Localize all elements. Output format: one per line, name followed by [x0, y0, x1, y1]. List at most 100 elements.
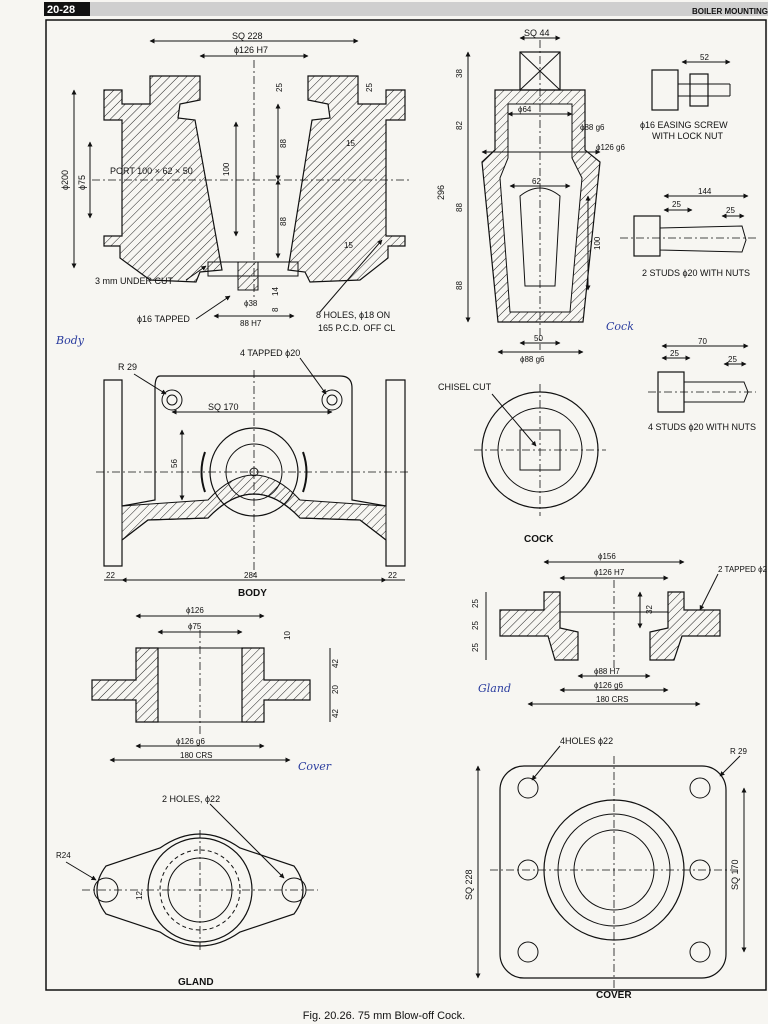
gland-dim42-b: 42 [331, 709, 340, 718]
stud4-dim25-a: 25 [670, 349, 679, 358]
page-number: 20-28 [47, 4, 75, 16]
dim-88-a: 88 [279, 139, 288, 148]
gland-holes-label: 2 HOLES, ϕ22 [162, 794, 220, 804]
holes-label: 8 HOLES, ϕ18 ON [316, 310, 390, 320]
cock-phi126g6: ϕ126 g6 [596, 143, 626, 152]
body-section-view: SQ 228 ϕ126 H7 25 25 15 15 PORT 100 × 62… [55, 31, 410, 347]
plan-tapped: 4 TAPPED ϕ20 [240, 348, 300, 358]
cover-dim25-a: 25 [471, 599, 480, 608]
pcd-label: 165 P.C.D. OFF CL [318, 323, 395, 333]
dim-14: 14 [271, 287, 280, 296]
cover-dim32: 32 [645, 605, 654, 614]
cock-dim62: 62 [532, 177, 541, 186]
cock-dim88-a: 88 [455, 203, 464, 212]
cover-phi126g6: ϕ126 g6 [594, 681, 624, 690]
easing-screw-view: 52 ϕ16 EASING SCREW WITH LOCK NUT [640, 53, 731, 141]
body-plan-view: SQ 170 R 29 4 TAPPED ϕ20 56 22 284 22 BO… [96, 348, 410, 599]
cover-section-view: ϕ156 ϕ126 H7 2 TAPPED ϕ2 25 25 25 32 ϕ88… [471, 552, 768, 707]
gland-phi126: ϕ126 [186, 606, 204, 615]
cover-section-left [499, 591, 579, 661]
cover-dim25-b: 25 [471, 621, 480, 630]
cock-plan-view: CHISEL CUT COCK [438, 382, 606, 545]
cover-section-right [649, 591, 721, 661]
cock-section-view: SQ 44 296 38 82 88 88 ϕ64 ϕ88 g6 ϕ126 g6… [436, 28, 634, 364]
gland-section-right [241, 647, 311, 723]
dim-25-a: 25 [275, 83, 284, 92]
gland-plan-outline [96, 833, 304, 947]
plan-dim56: 56 [170, 459, 179, 468]
cover-crs: 180 CRS [596, 695, 628, 704]
hand-label-body: Body [55, 334, 85, 347]
hand-label-cock: Cock [606, 320, 634, 333]
undercut-label: 3 mm UNDER CUT [95, 276, 174, 286]
cover-plan-outline [499, 765, 727, 979]
body-plan-outline [103, 375, 406, 567]
figure-caption: Fig. 20.26. 75 mm Blow-off Cock. [303, 1010, 465, 1022]
cover-holes-label: 4HOLES ϕ22 [560, 736, 613, 746]
cock-phi64: ϕ64 [518, 105, 532, 114]
stud4-dim70: 70 [698, 337, 707, 346]
cock-dim50: 50 [534, 334, 543, 343]
hand-label-cover: Cover [298, 760, 332, 773]
page-header: 20-28 BOILER MOUNTINGS [44, 2, 768, 16]
cock-dim38: 38 [455, 69, 464, 78]
section-title: BOILER MOUNTINGS [692, 7, 768, 16]
dim-sq228: SQ 228 [232, 31, 263, 41]
stud2-dim25-b: 25 [726, 206, 735, 215]
body-title: BODY [238, 588, 267, 599]
dim-r15-b: 15 [344, 241, 353, 250]
gland-title: GLAND [178, 977, 214, 988]
screw-label-2: WITH LOCK NUT [652, 131, 724, 141]
cover-dim25-c: 25 [471, 643, 480, 652]
gland-r24: R24 [56, 851, 71, 860]
dim-88-b: 88 [279, 217, 288, 226]
cock-title: COCK [524, 534, 554, 545]
body-left-wall [103, 75, 223, 283]
gland-phi75: ϕ75 [188, 622, 202, 631]
stud4-label: 4 STUDS ϕ20 WITH NUTS [648, 422, 756, 432]
gland-dim10: 10 [283, 631, 292, 640]
cock-phi88g6-b: ϕ88 g6 [520, 355, 545, 364]
cock-dim296: 296 [436, 185, 446, 200]
gland-dim42-a: 42 [331, 659, 340, 668]
plan-r29: R 29 [118, 362, 137, 372]
gland-crs: 180 CRS [180, 751, 212, 760]
dim-phi75: ϕ75 [77, 175, 87, 190]
cover-phi88h7: ϕ88 H7 [594, 667, 620, 676]
plan-dim284: 284 [244, 571, 258, 580]
cover-r29: R 29 [730, 747, 747, 756]
dim-r15-a: 15 [346, 139, 355, 148]
cover-tapped: 2 TAPPED ϕ2 [718, 565, 768, 574]
stud4-dim25-b: 25 [728, 355, 737, 364]
dim-25-b: 25 [365, 83, 374, 92]
cover-sq228: SQ 228 [464, 869, 474, 900]
dim-88h7: 88 H7 [240, 319, 262, 328]
gland-dim20: 20 [331, 685, 340, 694]
dim-phi200: ϕ200 [60, 170, 70, 190]
cock-sq44: SQ 44 [524, 28, 550, 38]
screw-label-1: ϕ16 EASING SCREW [640, 120, 728, 130]
gland-phi126g6: ϕ126 g6 [176, 737, 206, 746]
dim-phi38: ϕ38 [244, 299, 258, 308]
sheet-frame [45, 19, 767, 991]
plan-sq170: SQ 170 [208, 402, 239, 412]
body-right-wall [287, 75, 406, 283]
gland-section-view: ϕ126 ϕ75 10 42 20 42 ϕ126 g6 180 CRS Cov… [91, 606, 340, 773]
plan-dim22-a: 22 [106, 571, 115, 580]
stud2-dim144: 144 [698, 187, 712, 196]
cover-plan-view: 4HOLES ϕ22 R 29 SQ 228 SQ 170 COVER [464, 736, 747, 1001]
stud2-dim25-a: 25 [672, 200, 681, 209]
chisel-cut-label: CHISEL CUT [438, 382, 492, 392]
cover-title: COVER [596, 990, 632, 1001]
tapped16-label: ϕ16 TAPPED [137, 314, 190, 324]
cover-sq170: SQ 170 [730, 859, 740, 890]
port-label: PORT 100 × 62 × 50 [110, 166, 193, 176]
cock-phi88g6: ϕ88 g6 [580, 123, 605, 132]
cock-dim82: 82 [455, 121, 464, 130]
dim-100: 100 [222, 162, 231, 176]
gland-section-left [91, 647, 159, 723]
dim-8: 8 [271, 307, 280, 312]
plan-dim22-b: 22 [388, 571, 397, 580]
cover-phi126h7: ϕ126 H7 [594, 568, 625, 577]
